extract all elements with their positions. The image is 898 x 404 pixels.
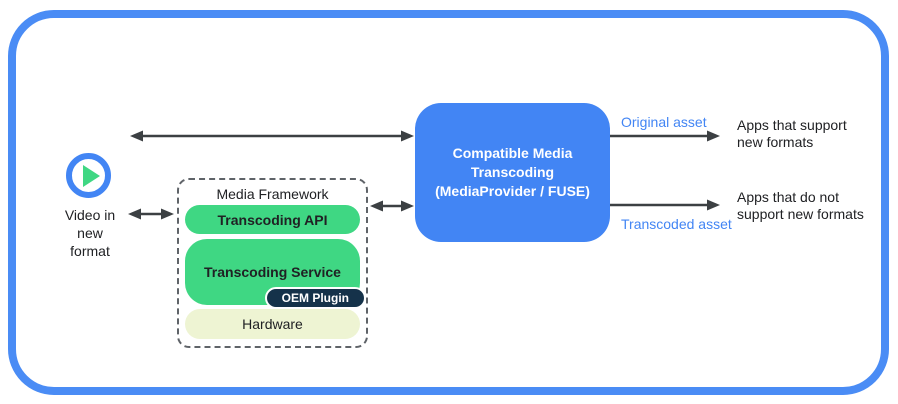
media-framework-box: Media Framework Transcoding API Transcod… [177,178,368,348]
apps-not-support-new-formats: Apps that do not support new formats [737,189,864,222]
layer-hardware-label: Hardware [242,316,303,332]
play-icon [66,153,111,198]
transcoded-asset-label: Transcoded asset [621,216,732,232]
oem-plugin-label: OEM Plugin [281,291,349,305]
oem-plugin-pill: OEM Plugin [264,287,366,309]
arrow-framework-to-transcoder [370,200,414,212]
layer-transcoding-api-label: Transcoding API [217,211,328,228]
arrow-video-to-framework [128,208,174,220]
original-asset-label: Original asset [621,114,707,130]
diagram-frame [8,10,889,395]
play-triangle-glyph [83,164,100,187]
arrow-transcoded-asset [610,199,720,211]
arrow-source-to-transcoder [130,130,414,142]
arrow-original-asset [610,130,720,142]
layer-transcoding-api: Transcoding API [185,205,360,234]
source-video-label: Video in new format [64,207,116,259]
layer-transcoding-service: Transcoding Service OEM Plugin [185,239,366,309]
layer-transcoding-service-label: Transcoding Service [204,264,341,280]
apps-support-new-formats: Apps that support new formats [737,117,847,150]
layer-hardware: Hardware [185,309,360,339]
compatible-media-transcoding-label: Compatible Media Transcoding (MediaProvi… [435,145,590,199]
media-framework-title: Media Framework [216,186,329,202]
compatible-media-transcoding-box: Compatible Media Transcoding (MediaProvi… [415,103,610,242]
